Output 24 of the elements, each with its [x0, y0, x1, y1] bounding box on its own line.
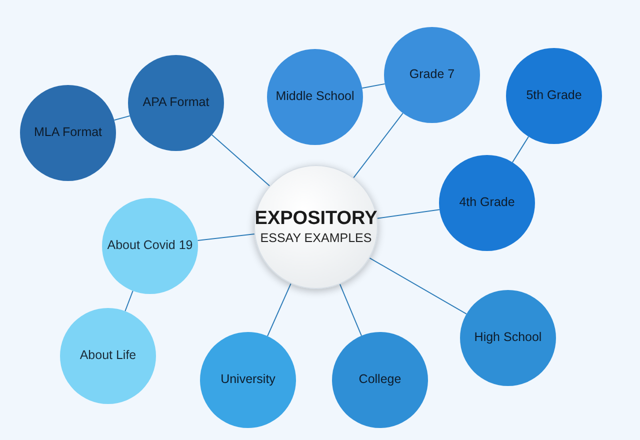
topic-label: Grade 7 — [408, 67, 456, 83]
topic-label: About Life — [78, 348, 138, 364]
topic-label: Middle School — [274, 89, 356, 105]
topic-label: College — [358, 372, 402, 388]
topic-label: About Covid 19 — [106, 238, 194, 254]
topic-label: High School — [473, 330, 543, 346]
connector-line — [267, 283, 292, 337]
connector-line — [124, 290, 134, 312]
topic-label: 4th Grade — [458, 195, 516, 211]
topic-label: APA Format — [142, 95, 210, 111]
connector-line — [339, 284, 362, 336]
title-text: EXPOSITORY — [254, 207, 378, 232]
subtitle-text: ESSAY EXAMPLES — [260, 231, 372, 247]
connector-line — [114, 115, 130, 121]
connector-line — [512, 136, 530, 163]
connector-line — [197, 234, 255, 242]
connector-line — [211, 134, 270, 186]
connector-line — [362, 83, 386, 89]
connector-line — [376, 209, 440, 219]
topic-label: University — [220, 372, 276, 388]
connector-line — [369, 258, 467, 314]
topic-label: MLA Format — [32, 125, 104, 141]
connector-line — [353, 112, 404, 178]
topic-label: 5th Grade — [525, 88, 583, 104]
